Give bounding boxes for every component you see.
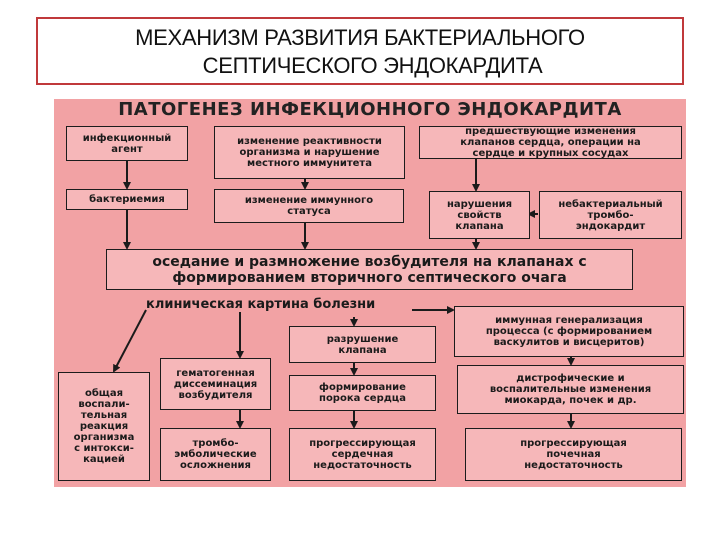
node-reactivity-change: изменение реактивности организма и наруш… (214, 126, 405, 179)
node-nonbacterial: небактериальный тромбо- эндокардит (539, 191, 682, 239)
node-clinical-picture: клиническая картина болезни (146, 297, 376, 312)
node-bacteremia: бактериемия (66, 189, 188, 210)
node-thromboembolic: тромбо- эмболические осложнения (160, 428, 271, 481)
slide-title-box: МЕХАНИЗМ РАЗВИТИЯ БАКТЕРИАЛЬНОГО СЕПТИЧЕ… (36, 17, 684, 85)
node-valve-disorders: нарушения свойств клапана (429, 191, 530, 239)
node-general-reaction: общая воспали- тельная реакция организма… (58, 372, 150, 481)
slide-title-line1: МЕХАНИЗМ РАЗВИТИЯ БАКТЕРИАЛЬНОГО (135, 25, 585, 50)
node-heart-failure: прогрессирующая сердечная недостаточност… (289, 428, 436, 481)
node-previous-changes: предшествующие изменения клапанов сердца… (419, 126, 682, 159)
node-infectious-agent: инфекционный агент (66, 126, 188, 161)
node-settling: оседание и размножение возбудителя на кл… (106, 249, 633, 290)
node-heart-defect: формирование порока сердца (289, 375, 436, 411)
node-valve-destruction: разрушение клапана (289, 326, 436, 363)
diagram-title: ПАТОГЕНЕЗ ИНФЕКЦИОННОГО ЭНДОКАРДИТА (118, 99, 622, 120)
arrow-layer (113, 159, 575, 429)
node-renal-failure: прогрессирующая почечная недостаточность (465, 428, 682, 481)
slide-title-line2: СЕПТИЧЕСКОГО ЭНДОКАРДИТА (202, 53, 543, 78)
node-immune-status: изменение иммунного статуса (214, 189, 404, 223)
node-hematogenous: гематогенная диссеминация возбудителя (160, 358, 271, 410)
node-immune-generalization: иммунная генерализация процесса (с форми… (454, 306, 684, 357)
pathogenesis-diagram: ПАТОГЕНЕЗ ИНФЕКЦИОННОГО ЭНДОКАРДИТА (54, 99, 686, 487)
node-dystrophic: дистрофические и воспалительные изменени… (457, 365, 684, 414)
arrow-clinical-general (113, 309, 147, 373)
